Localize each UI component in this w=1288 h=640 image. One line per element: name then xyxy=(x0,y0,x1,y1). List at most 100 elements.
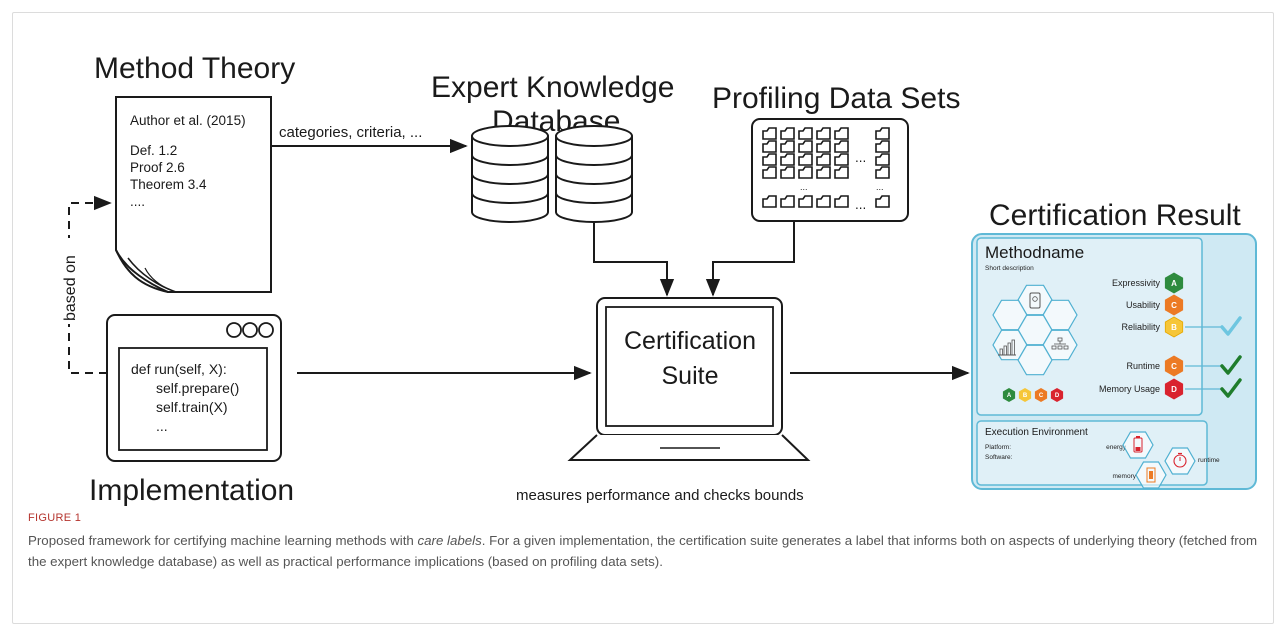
env-title: Execution Environment xyxy=(985,427,1088,438)
scale-badge xyxy=(1002,388,1016,402)
folder-icon xyxy=(816,127,831,140)
based-on-connector: based on xyxy=(54,195,112,374)
doc-proof-line: Proof 2.6 xyxy=(130,160,185,175)
scale-badge xyxy=(1018,388,1032,402)
method-theory-group: Method Theory Author et al. (2015) Def. … xyxy=(94,52,295,293)
code-line-train: self.train(X) xyxy=(156,399,228,415)
categories-label: categories, criteria, ... xyxy=(279,124,422,141)
scale-letter: C xyxy=(1039,393,1044,399)
grade-letter: C xyxy=(1171,362,1177,371)
folder-icon xyxy=(780,153,795,166)
grade-badge xyxy=(1164,378,1184,400)
short-description: Short description xyxy=(985,265,1034,272)
rating-label: Runtime xyxy=(1126,361,1160,371)
expert-db-title-line1: Expert Knowledge xyxy=(431,71,675,104)
profiling-dots-mid: ... xyxy=(800,182,808,192)
implementation-group: def run(self, X): self.prepare() self.tr… xyxy=(89,314,294,507)
grade-badge xyxy=(1164,294,1184,316)
window-dot-icon xyxy=(258,322,274,338)
profiling-dots-row: ... xyxy=(855,150,866,165)
memory-checkmark-icon xyxy=(1220,378,1242,398)
folder-icon xyxy=(816,195,831,208)
scale-letter: A xyxy=(1007,393,1012,399)
profiling-title: Profiling Data Sets xyxy=(712,82,960,115)
folder-icon xyxy=(780,140,795,153)
folder-icon xyxy=(834,195,849,208)
scale-badge xyxy=(1050,388,1064,402)
doc-author-line: Author et al. (2015) xyxy=(130,113,246,128)
database-icon-right xyxy=(555,125,633,223)
grade-badge xyxy=(1164,355,1184,377)
battery-icon xyxy=(1133,436,1143,453)
suite-label-line2: Suite xyxy=(662,362,719,390)
caption-text-before: Proposed framework for certifying machin… xyxy=(28,533,418,548)
folder-icon xyxy=(780,127,795,140)
memory-chip-icon xyxy=(1146,467,1156,483)
suite-label-line1: Certification xyxy=(624,327,756,355)
software-label: Software: xyxy=(985,454,1013,461)
grade-letter: B xyxy=(1171,323,1177,332)
profiling-to-suite-connector xyxy=(705,221,795,297)
code-line-ellipsis: ... xyxy=(156,418,168,434)
grade-scale: A B C D xyxy=(1002,388,1064,402)
grade-badge xyxy=(1164,272,1184,294)
env-hexagon xyxy=(1122,431,1154,459)
grade-letter: D xyxy=(1171,385,1177,394)
folder-icon xyxy=(875,195,890,208)
code-line-prepare: self.prepare() xyxy=(156,380,239,396)
folder-icon xyxy=(834,127,849,140)
folder-icon xyxy=(798,153,813,166)
caption-text-emphasis: care labels xyxy=(417,533,482,548)
code-line-def: def run(self, X): xyxy=(131,361,227,377)
document-icon xyxy=(115,96,272,293)
folder-icon xyxy=(875,140,890,153)
database-icon-left xyxy=(471,125,549,223)
categories-arrow: categories, criteria, ... xyxy=(271,124,468,154)
smartphone-icon xyxy=(1029,292,1041,309)
folder-icon xyxy=(816,166,831,179)
scale-letter: D xyxy=(1055,393,1060,399)
runtime-env-label: runtime xyxy=(1198,457,1220,464)
implementation-title: Implementation xyxy=(89,474,294,507)
method-name: Methodname xyxy=(985,243,1084,262)
figure-label: FIGURE 1 xyxy=(28,512,82,524)
method-theory-title: Method Theory xyxy=(94,52,295,85)
folder-icon xyxy=(762,140,777,153)
based-on-label: based on xyxy=(62,255,79,321)
folder-icon xyxy=(875,153,890,166)
code-area xyxy=(118,347,268,451)
folder-icon xyxy=(798,140,813,153)
figure-caption-text: Proposed framework for certifying machin… xyxy=(28,530,1258,572)
doc-theorem-line: Theorem 3.4 xyxy=(130,177,207,192)
rating-label: Usability xyxy=(1126,300,1161,310)
platform-label: Platform: xyxy=(985,444,1011,451)
runtime-checkmark-icon xyxy=(1220,355,1242,375)
framework-diagram: Method Theory Author et al. (2015) Def. … xyxy=(54,52,1257,507)
profiling-dots-bottom: ... xyxy=(855,197,866,212)
rating-label: Reliability xyxy=(1121,322,1160,332)
folder-icon xyxy=(762,166,777,179)
folder-grid xyxy=(762,127,890,208)
folder-icon xyxy=(780,166,795,179)
scale-badge xyxy=(1034,388,1048,402)
scale-letter: B xyxy=(1023,393,1028,399)
certification-suite-group: Certification Suite measures performance… xyxy=(516,297,811,504)
grade-letter: A xyxy=(1171,279,1177,288)
certification-result-title: Certification Result xyxy=(989,199,1241,232)
folder-icon xyxy=(798,195,813,208)
db-to-suite-connector xyxy=(593,223,675,297)
folder-icon xyxy=(834,140,849,153)
folder-icon xyxy=(798,127,813,140)
reliability-checkmark-icon xyxy=(1220,316,1242,336)
folder-icon xyxy=(816,140,831,153)
grade-badge xyxy=(1164,316,1184,338)
doc-def-line: Def. 1.2 xyxy=(130,143,177,158)
hexagon-cluster xyxy=(992,284,1078,376)
window-dot-icon xyxy=(242,322,258,338)
window-dot-icon xyxy=(226,322,242,338)
grade-letter: C xyxy=(1171,301,1177,310)
expert-knowledge-group: Expert Knowledge Database xyxy=(431,71,675,223)
folder-icon xyxy=(816,153,831,166)
caption-text-after: . For a given implementation, the certif… xyxy=(28,533,1258,569)
